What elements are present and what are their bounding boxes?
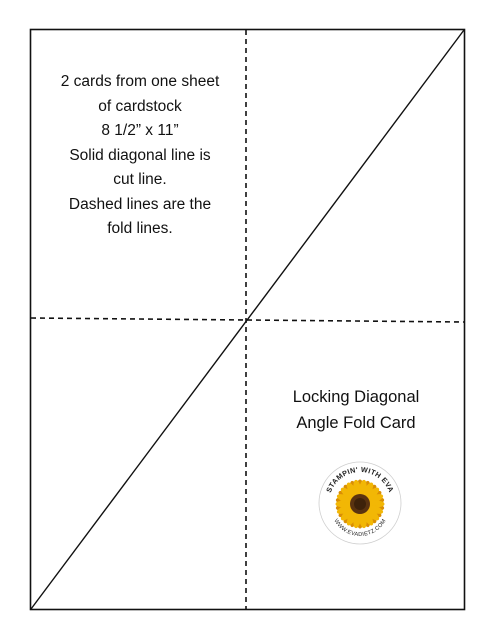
diagonal-cut-line xyxy=(30,29,465,610)
instructions-line-7: fold lines. xyxy=(107,220,173,237)
card-title-line-1: Locking Diagonal xyxy=(292,388,420,406)
instructions-line-1: 2 cards from one sheet xyxy=(60,73,220,90)
sheet-outline xyxy=(29,28,466,611)
instructions-line-5: cut line. xyxy=(113,171,167,188)
instructions-line-2: of cardstock xyxy=(98,97,182,115)
sunflower-icon xyxy=(335,479,385,529)
stampin-with-eva-logo: STAMPIN' WITH EVA WWW.EVADIETZ.COM xyxy=(318,461,402,545)
instructions-text: 2 cards from one sheet of cardstock 8 1/… xyxy=(34,70,246,242)
instructions-line-4: Solid diagonal line is xyxy=(69,146,211,164)
card-title: Locking Diagonal Angle Fold Card xyxy=(250,384,462,436)
instructions-line-3: 8 1/2” x 11” xyxy=(101,122,179,139)
instructions-line-6: Dashed lines are the xyxy=(68,195,212,213)
card-title-line-2: Angle Fold Card xyxy=(296,414,416,432)
